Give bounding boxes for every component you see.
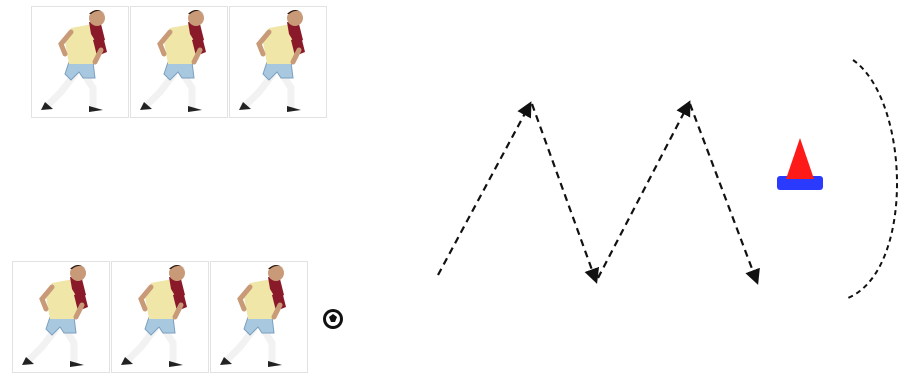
- player-figure: [112, 262, 209, 373]
- player-figure: [230, 7, 327, 118]
- ball-icon: [323, 309, 343, 329]
- path-segment: [437, 101, 532, 276]
- path-segment: [688, 103, 760, 285]
- path-segment: [530, 103, 600, 284]
- player-figure: [211, 262, 308, 373]
- player-figure: [131, 7, 228, 118]
- return-run-arc: [847, 59, 898, 299]
- bottom-row-players: [13, 262, 308, 373]
- player-figure: [32, 7, 129, 118]
- path-segment: [597, 100, 691, 279]
- cone-icon: [777, 138, 823, 190]
- top-row-players: [32, 7, 327, 118]
- player-figure: [13, 262, 110, 373]
- dribble-path: [437, 100, 760, 285]
